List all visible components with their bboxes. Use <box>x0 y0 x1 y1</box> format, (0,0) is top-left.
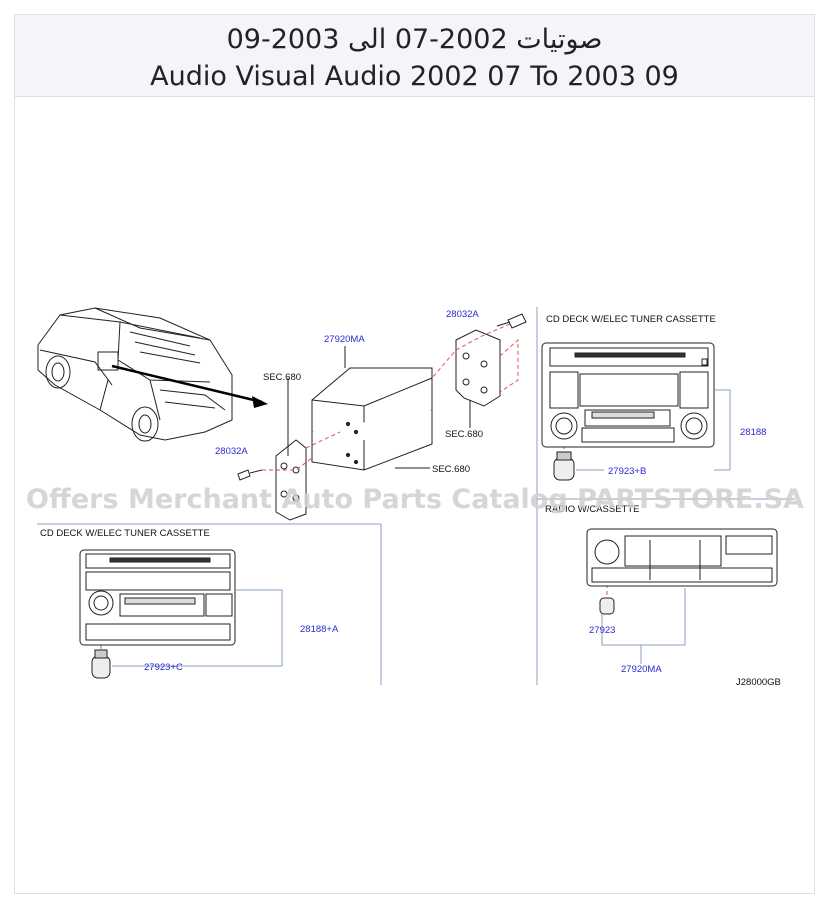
page-header: صوتيات 2002-07 الى 2003-09 Audio Visual … <box>15 15 814 97</box>
arrow-head <box>252 396 268 408</box>
callout-sec680-left: SEC.680 <box>263 372 301 383</box>
callout-27920ma: 27920MA <box>324 334 365 345</box>
radio-knob <box>599 597 615 615</box>
left-bracket <box>275 378 307 521</box>
callout-28188: 28188 <box>740 427 766 438</box>
locator-arrow <box>111 364 263 404</box>
watermark: Offers Merchant Auto Parts Catalog PARTS… <box>26 484 804 515</box>
deck-right-leader <box>714 389 731 471</box>
right-bracket <box>455 329 501 428</box>
callout-27923c: 27923+C <box>144 662 183 673</box>
callout-sec680-bottom: SEC.680 <box>432 464 470 475</box>
callout-27920ma-radio: 27920MA <box>621 664 662 675</box>
callout-28188a: 28188+A <box>300 624 339 635</box>
callout-sec680-right: SEC.680 <box>445 429 483 440</box>
callout-28032a-left: 28032A <box>215 446 248 457</box>
title-arabic: صوتيات 2002-07 الى 2003-09 <box>226 24 603 55</box>
radio-cassette-unit <box>586 528 778 587</box>
cd-deck-right <box>541 342 715 448</box>
cd-deck-left <box>79 549 236 646</box>
panel-title-cd-left: CD DECK W/ELEC TUNER CASSETTE <box>40 528 210 539</box>
callout-27923: 27923 <box>589 625 615 636</box>
callout-28032a-top: 28032A <box>446 309 479 320</box>
title-english: Audio Visual Audio 2002 07 To 2003 09 <box>150 61 679 92</box>
radio-leader <box>601 588 686 646</box>
vehicle-illustration <box>37 307 233 442</box>
diagram-code: J28000GB <box>736 677 781 688</box>
audio-unit-stack <box>311 367 433 471</box>
knob-right <box>553 451 575 481</box>
knob-left <box>91 649 111 679</box>
deck-left-leader <box>235 589 283 666</box>
panel-title-radio: RADIO W/CASSETTE <box>545 504 639 515</box>
panel-dividers <box>37 307 795 685</box>
screw-icon <box>237 313 527 481</box>
panel-title-cd-right: CD DECK W/ELEC TUNER CASSETTE <box>546 314 716 325</box>
callout-27923b: 27923+B <box>608 466 646 477</box>
catalog-frame: صوتيات 2002-07 الى 2003-09 Audio Visual … <box>14 14 815 894</box>
